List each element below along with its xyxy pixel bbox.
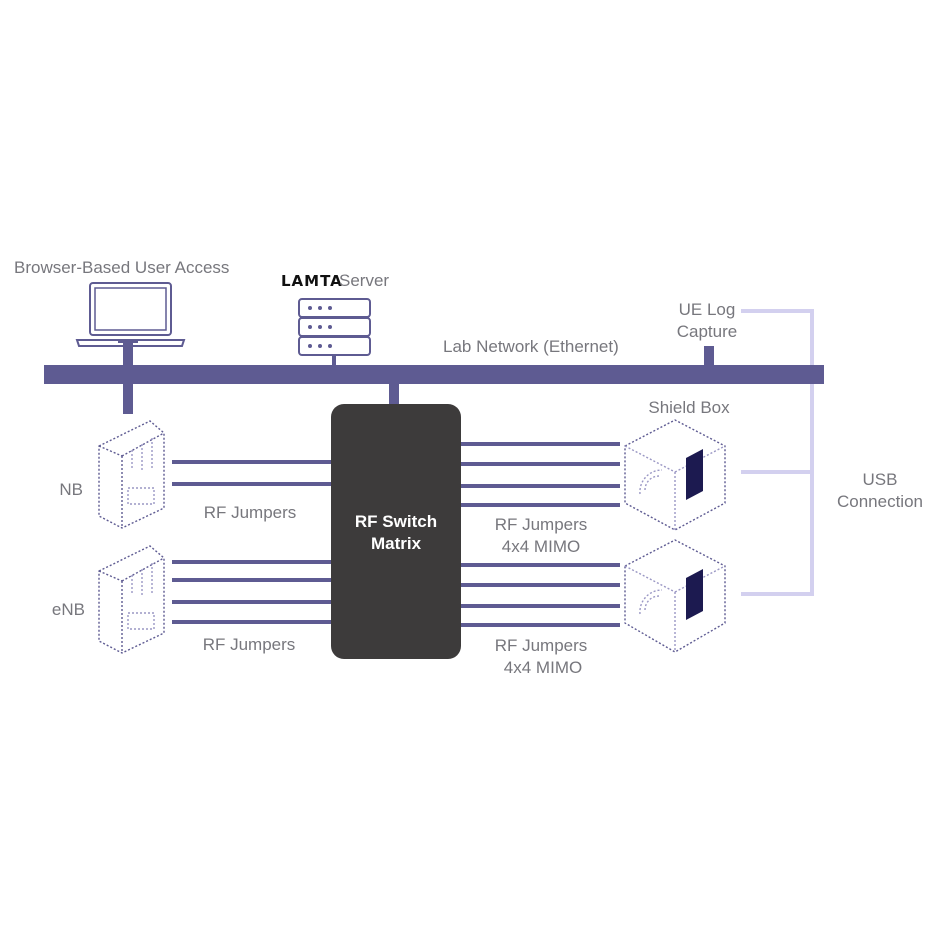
browser-access-label: Browser-Based User Access	[14, 258, 229, 277]
switch-label-line1: RF Switch	[355, 512, 437, 531]
nb-label: NB	[59, 480, 83, 499]
lab-network-label: Lab Network (Ethernet)	[443, 337, 619, 356]
lab-network-bus	[44, 365, 824, 384]
shield-box-bottom-icon	[624, 539, 726, 653]
mimo-top-label-line2: 4x4 MIMO	[502, 537, 580, 556]
rf-jumpers-enb-label: RF Jumpers	[203, 635, 296, 654]
nb-base-station-icon	[98, 420, 165, 529]
mimo-bottom-label-line2: 4x4 MIMO	[504, 658, 582, 677]
enb-label: eNB	[52, 600, 85, 619]
mimo-bottom-label-line1: RF Jumpers	[495, 636, 588, 655]
laptop-network-drop	[123, 342, 133, 414]
ue-log-network-drop	[704, 346, 714, 366]
switch-label-line2: Matrix	[371, 534, 422, 553]
nb-rf-jumpers	[172, 460, 332, 486]
shield-box-label: Shield Box	[648, 398, 730, 417]
usb-label-line1: USB	[863, 470, 898, 489]
mimo-rf-jumpers-top	[460, 442, 620, 507]
rf-jumpers-nb-label: RF Jumpers	[204, 503, 297, 522]
shield-box-top-icon	[624, 419, 726, 531]
mimo-rf-jumpers-bottom	[460, 563, 620, 627]
server-icon	[298, 298, 371, 356]
enb-rf-jumpers	[172, 560, 332, 624]
server-label: Server	[339, 271, 389, 290]
rf-switch-matrix	[331, 404, 461, 659]
server-logo: LAMTA	[281, 272, 343, 290]
laptop-icon	[75, 282, 186, 347]
switch-network-drop	[389, 384, 399, 408]
usb-label-line2: Connection	[837, 492, 923, 511]
usb-connection-lines	[741, 309, 814, 596]
mimo-top-label-line1: RF Jumpers	[495, 515, 588, 534]
ue-log-label-line1: UE Log	[679, 300, 736, 319]
enb-base-station-icon	[98, 545, 165, 654]
ue-log-label-line2: Capture	[677, 322, 737, 341]
